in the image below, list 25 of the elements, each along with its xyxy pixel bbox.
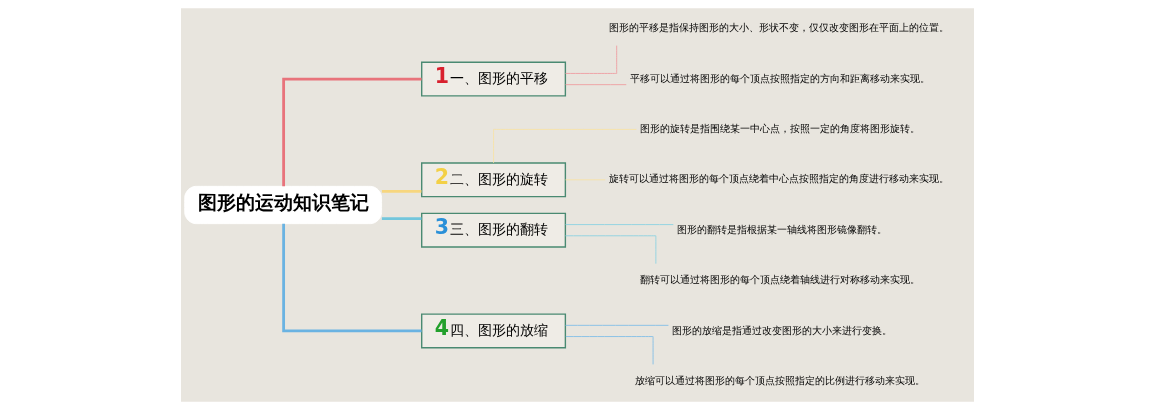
- node-box: 4 四、图形的放缩: [421, 313, 567, 349]
- node-box: 2二、图形的旋转: [421, 162, 567, 198]
- connector: [282, 77, 422, 187]
- connector: [381, 217, 422, 220]
- node-text: 平移可以通过将图形的每个顶点按照指定的方向和距离移动来实现。: [630, 71, 931, 84]
- node-text: 图形的平移是指保持图形的大小、形状不变，仅仅改变图形在平面上的位置。: [609, 21, 950, 34]
- connector: [282, 223, 422, 333]
- node-box: 3三、图形的翻转: [421, 212, 567, 248]
- node-text: 图形的翻转是指根据某一轴线将图形镜像翻转。: [677, 222, 888, 235]
- connector: [565, 84, 627, 86]
- node-text: 翻转可以通过将图形的每个顶点绕着轴线进行对称移动来实现。: [640, 273, 921, 286]
- node-box: 1一、图形的平移: [421, 61, 567, 97]
- node-box: 图形的运动知识笔记: [184, 185, 383, 225]
- connector: [565, 179, 606, 181]
- node-text: 放缩可以通过将图形的每个顶点按照指定的比例进行移动来实现。: [635, 373, 926, 386]
- connector: [381, 190, 422, 193]
- connector: [565, 45, 618, 74]
- node-text: 图形的旋转是指围绕某一中心点，按照一定的角度将图形旋转。: [640, 122, 921, 135]
- connector: [565, 324, 669, 326]
- connector: [493, 128, 637, 164]
- connector: [565, 235, 657, 265]
- node-text: 旋转可以通过将图形的每个顶点绕着中心点按照指定的角度进行移动来实现。: [609, 172, 950, 185]
- node-text: 图形的放缩是指通过改变图形的大小来进行变换。: [672, 323, 893, 336]
- connector: [565, 336, 654, 365]
- connector: [565, 224, 674, 226]
